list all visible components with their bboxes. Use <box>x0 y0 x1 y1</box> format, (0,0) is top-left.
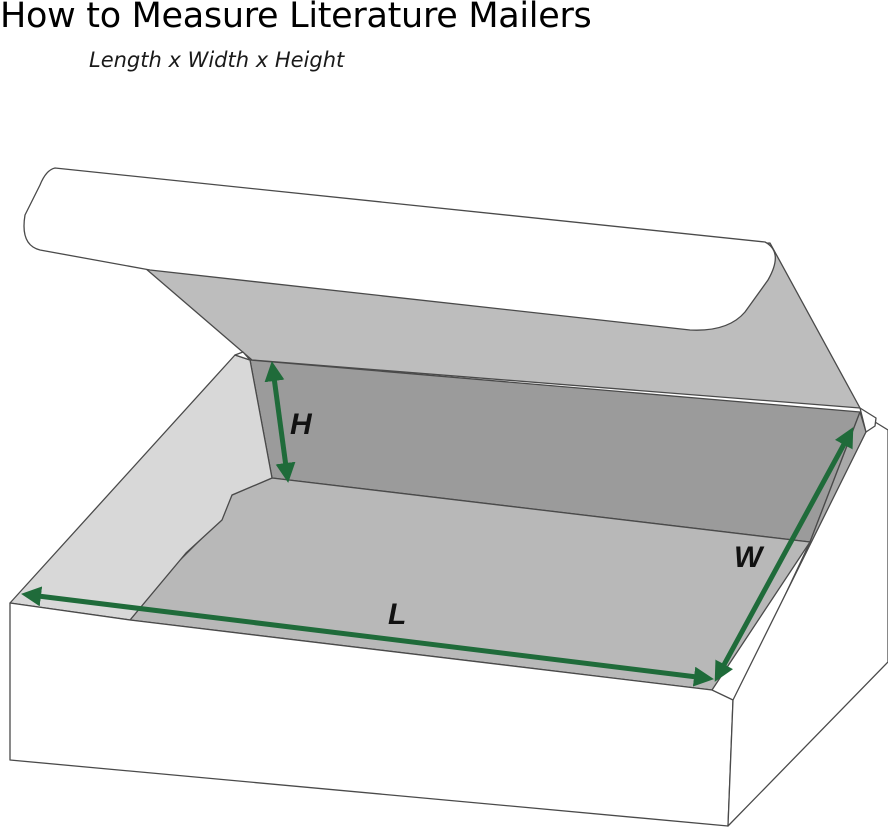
length-arrow <box>21 586 714 687</box>
right-flap-tab <box>859 407 877 433</box>
height-label: H <box>290 408 313 441</box>
dimension-arrows <box>21 361 854 687</box>
page-title: How to Measure Literature Mailers <box>0 0 592 36</box>
left-flap-tab <box>234 351 251 361</box>
length-label: L <box>388 598 406 631</box>
page-subtitle: Length x Width x Height <box>89 48 345 72</box>
box-body <box>9 167 888 827</box>
width-arrow <box>714 427 854 682</box>
height-arrow <box>264 361 296 483</box>
width-label: W <box>734 541 765 574</box>
lid-outer-flap <box>23 167 776 331</box>
